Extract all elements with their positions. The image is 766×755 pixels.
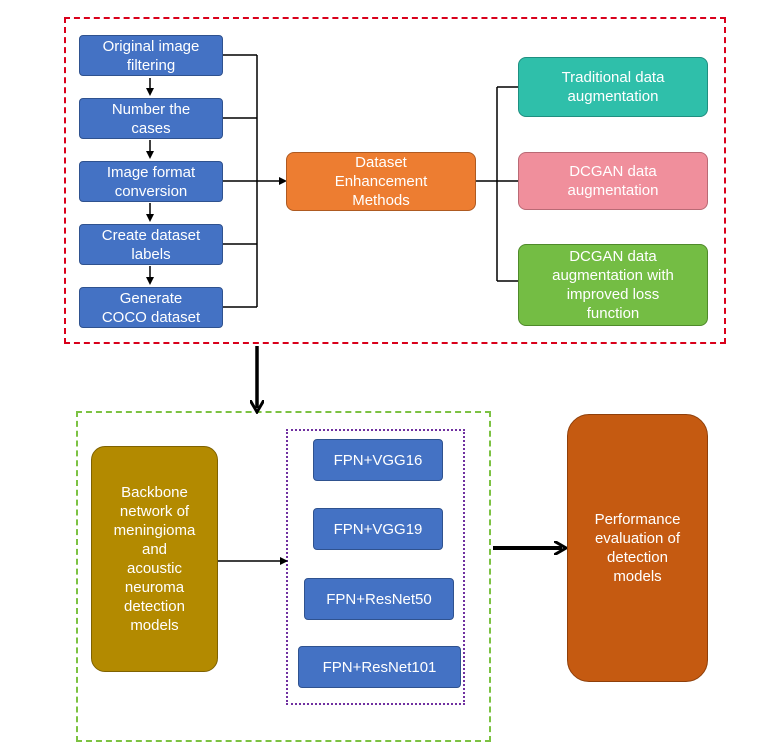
backbone-network: Backbone network of meningioma and acous…: [91, 446, 218, 672]
step-image-format-conversion: Image format conversion: [79, 161, 223, 202]
step-number-the-cases: Number the cases: [79, 98, 223, 139]
model-fpn-vgg16: FPN+VGG16: [313, 439, 443, 481]
traditional-augmentation: Traditional data augmentation: [518, 57, 708, 117]
steps-bracket: [223, 54, 258, 308]
dcgan-augmentation: DCGAN data augmentation: [518, 152, 708, 210]
step-original-image-filtering: Original image filtering: [79, 35, 223, 76]
dataset-enhancement-methods: Dataset Enhancement Methods: [286, 152, 476, 211]
augmentation-bracket: [476, 86, 519, 282]
models-group: [286, 429, 465, 705]
model-fpn-vgg19: FPN+VGG19: [313, 508, 443, 550]
step-generate-coco-dataset: Generate COCO dataset: [79, 287, 223, 328]
step-create-dataset-labels: Create dataset labels: [79, 224, 223, 265]
model-fpn-resnet101: FPN+ResNet101: [298, 646, 461, 688]
data-preparation-group: [64, 17, 726, 344]
dcgan-improved-loss-augmentation: DCGAN data augmentation with improved lo…: [518, 244, 708, 326]
detection-group: [76, 411, 491, 742]
model-fpn-resnet50: FPN+ResNet50: [304, 578, 454, 620]
performance-evaluation: Performance evaluation of detection mode…: [567, 414, 708, 682]
